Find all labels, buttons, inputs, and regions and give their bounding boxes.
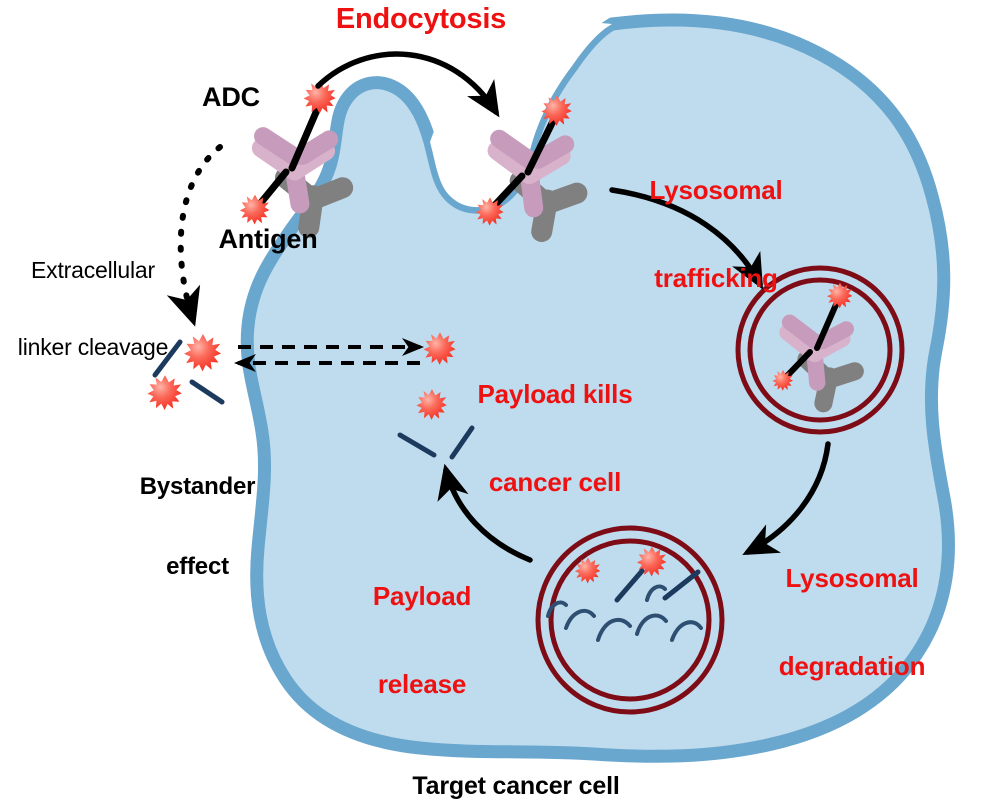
label-extracellular-linker-cleavage-line2: linker cleavage (17, 333, 169, 360)
label-target-cancer-cell: Target cancer cell (412, 772, 620, 800)
label-payload-release-line1: Payload (372, 581, 472, 612)
label-bystander-effect-line2: effect (166, 553, 229, 581)
degraded-peptide-fragments (546, 584, 703, 642)
extracellular-cleavage-arrow (166, 144, 223, 327)
adc-endocytosed-linkers (490, 111, 560, 210)
label-lysosomal-degradation-line1: Lysosomal (785, 563, 919, 594)
lysosome-degradation-vesicle (535, 525, 725, 715)
label-adc: ADC (202, 82, 260, 112)
lysosomal-degradation-arrow (742, 441, 831, 555)
bystander-linkers (152, 339, 225, 405)
endocytosis-arrow (315, 51, 500, 118)
endocytic-pit (430, 22, 612, 208)
label-bystander-effect-line1: Bystander (139, 472, 256, 500)
label-lysosomal-trafficking-line1: Lysosomal (649, 175, 783, 206)
label-lysosomal-degradation: Lysosomal degradation (768, 506, 936, 739)
label-payload-release-line2: release (377, 668, 467, 699)
label-bystander-effect: Bystander effect (125, 420, 270, 635)
label-antigen: Antigen (218, 224, 318, 254)
bystander-payload-upper (184, 334, 221, 372)
label-endocytosis: Endocytosis (335, 3, 507, 35)
label-extracellular-linker-cleavage-line1: Extracellular (31, 256, 155, 283)
label-lysosomal-degradation-line2: degradation (778, 650, 926, 681)
label-extracellular-linker-cleavage: Extracellular linker cleavage (8, 206, 178, 412)
label-lysosomal-trafficking-line2: trafficking (654, 262, 778, 293)
payload-release-arrow (437, 463, 533, 563)
label-payload-kills-cancer-cell: Payload kills cancer cell (463, 322, 647, 555)
degraded-linkers (614, 568, 701, 603)
label-payload-kills-line2: cancer cell (488, 466, 622, 497)
adc-in-lysosome-linkers (783, 297, 841, 380)
lysosomal-trafficking-arrow (609, 187, 764, 290)
label-payload-release: Payload release (352, 524, 492, 757)
label-payload-kills-line1: Payload kills (477, 379, 633, 410)
adc-surface-linkers (255, 99, 324, 209)
label-lysosomal-trafficking: Lysosomal trafficking (636, 118, 796, 351)
cytosolic-linkers (397, 425, 475, 460)
